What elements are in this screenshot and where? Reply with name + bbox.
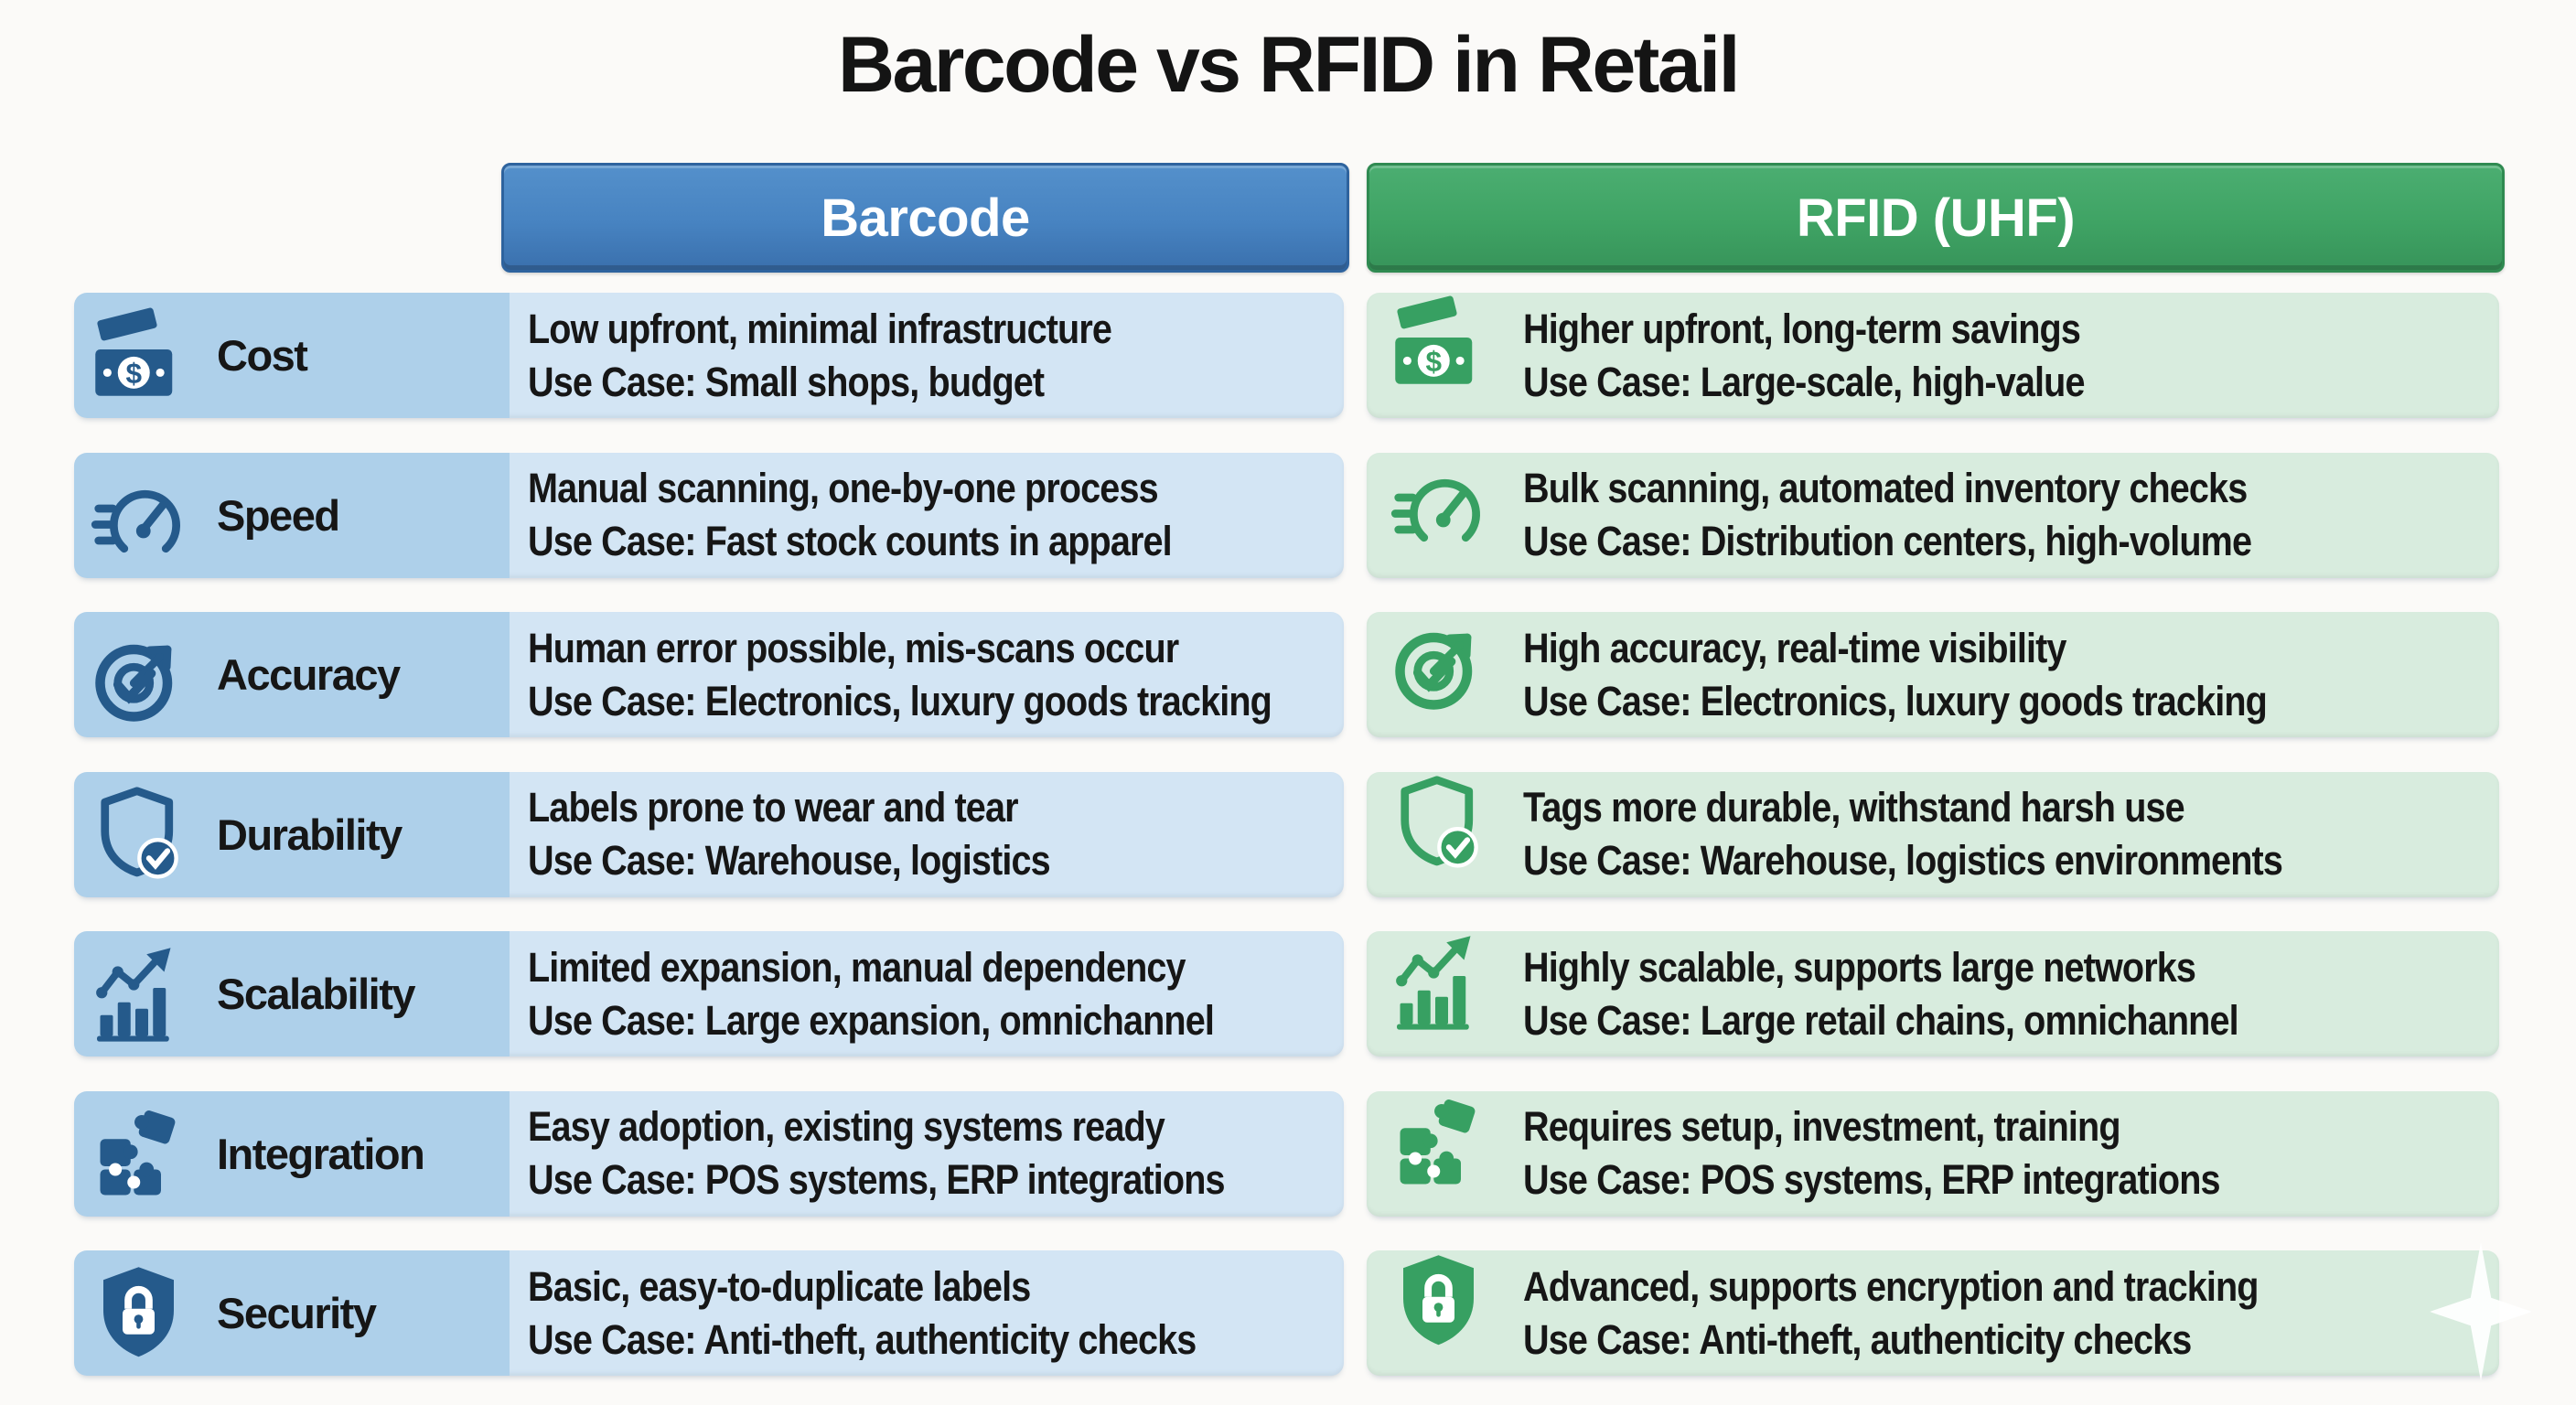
barcode-description-line2: Use Case: Warehouse, logistics — [528, 837, 1051, 884]
comparison-row: Durability Labels prone to wear and tear… — [0, 771, 2576, 897]
growth-chart-icon — [91, 943, 193, 1046]
feature-label: Security — [217, 1289, 377, 1337]
feature-label: Integration — [217, 1129, 425, 1178]
barcode-cell: Speed Manual scanning, one-by-one proces… — [74, 452, 1344, 578]
feature-label-zone: Integration — [74, 1090, 510, 1217]
target-icon — [1390, 612, 1493, 714]
barcode-cell: Durability Labels prone to wear and tear… — [74, 771, 1344, 897]
rfid-column-header: RFID (UHF) — [1367, 163, 2505, 273]
rfid-description-line2: Use Case: Electronics, luxury goods trac… — [1523, 677, 2268, 724]
barcode-cell: Security Basic, easy-to-duplicate labels… — [74, 1250, 1344, 1376]
feature-label-zone: Speed — [74, 452, 510, 578]
feature-label: Speed — [217, 490, 340, 540]
comparison-row: Security Basic, easy-to-duplicate labels… — [0, 1250, 2576, 1376]
rfid-description: Tags more durable, withstand harsh use U… — [1523, 772, 2483, 897]
feature-label: Accuracy — [217, 650, 401, 699]
comparison-row: $ Cost Low upfront, minimal infrastructu… — [0, 293, 2576, 418]
comparison-row: Accuracy Human error possible, mis-scans… — [0, 612, 2576, 737]
speedometer-icon — [1390, 453, 1493, 555]
puzzle-icon — [1390, 1091, 1493, 1194]
feature-label-zone: Durability — [74, 771, 510, 897]
rfid-cell: Bulk scanning, automated inventory check… — [1367, 452, 2499, 578]
lock-shield-icon — [1390, 1250, 1493, 1353]
rfid-cell: High accuracy, real-time visibility Use … — [1367, 612, 2499, 737]
shield-check-icon — [91, 783, 193, 885]
comparison-row: Speed Manual scanning, one-by-one proces… — [0, 452, 2576, 578]
rfid-description-line1: Higher upfront, long-term savings — [1523, 305, 2081, 352]
rfid-cell: Highly scalable, supports large networks… — [1367, 931, 2499, 1056]
rfid-description-line1: Highly scalable, supports large networks — [1523, 943, 2196, 991]
comparison-rows: $ Cost Low upfront, minimal infrastructu… — [0, 293, 2576, 1376]
rfid-cell: Requires setup, investment, training Use… — [1367, 1090, 2499, 1217]
barcode-description: Low upfront, minimal infrastructure Use … — [528, 293, 1327, 418]
rfid-description-line1: Requires setup, investment, training — [1523, 1103, 2121, 1150]
rfid-description-line2: Use Case: Warehouse, logistics environme… — [1523, 837, 2283, 884]
barcode-column-header: Barcode — [501, 163, 1349, 273]
barcode-description: Limited expansion, manual dependency Use… — [528, 931, 1327, 1056]
rfid-description: Highly scalable, supports large networks… — [1523, 931, 2483, 1056]
rfid-description-line2: Use Case: Large-scale, high-value — [1523, 358, 2086, 405]
speedometer-icon — [91, 464, 193, 566]
comparison-row: Scalability Limited expansion, manual de… — [0, 931, 2576, 1056]
barcode-description-line1: Manual scanning, one-by-one process — [528, 465, 1159, 511]
barcode-description: Labels prone to wear and tear Use Case: … — [528, 772, 1327, 897]
barcode-cell: Accuracy Human error possible, mis-scans… — [74, 612, 1344, 737]
rfid-description-line2: Use Case: Large retail chains, omnichann… — [1523, 996, 2239, 1044]
barcode-cell: Integration Easy adoption, existing syst… — [74, 1090, 1344, 1217]
target-icon — [91, 624, 193, 726]
growth-chart-icon — [1390, 931, 1493, 1034]
money-icon: $ — [91, 305, 193, 407]
feature-label: Scalability — [217, 970, 416, 1018]
barcode-description-line2: Use Case: Fast stock counts in apparel — [528, 518, 1173, 564]
barcode-description-line1: Labels prone to wear and tear — [528, 784, 1019, 831]
barcode-column-label: Barcode — [821, 188, 1030, 248]
barcode-cell: $ Cost Low upfront, minimal infrastructu… — [74, 293, 1344, 418]
barcode-description-line2: Use Case: Electronics, luxury goods trac… — [528, 677, 1272, 724]
rfid-description-line2: Use Case: Distribution centers, high-vol… — [1523, 518, 2252, 564]
barcode-description: Manual scanning, one-by-one process Use … — [528, 453, 1327, 578]
rfid-column-label: RFID (UHF) — [1796, 188, 2076, 248]
rfid-description-line2: Use Case: Anti-theft, authenticity check… — [1523, 1315, 2192, 1363]
barcode-description-line1: Low upfront, minimal infrastructure — [528, 305, 1112, 352]
rfid-description: Advanced, supports encryption and tracki… — [1523, 1250, 2483, 1376]
lock-shield-icon — [91, 1262, 193, 1365]
rfid-description: Higher upfront, long-term savings Use Ca… — [1523, 293, 2483, 418]
rfid-description: Bulk scanning, automated inventory check… — [1523, 453, 2483, 578]
barcode-description-line1: Basic, easy-to-duplicate labels — [528, 1262, 1031, 1310]
rfid-description-line2: Use Case: POS systems, ERP integrations — [1523, 1156, 2221, 1203]
rfid-cell: Tags more durable, withstand harsh use U… — [1367, 771, 2499, 897]
barcode-description-line2: Use Case: Anti-theft, authenticity check… — [528, 1315, 1197, 1363]
rfid-description-line1: High accuracy, real-time visibility — [1523, 624, 2066, 671]
shield-check-icon — [1390, 772, 1493, 874]
puzzle-icon — [91, 1102, 193, 1205]
svg-text:$: $ — [125, 356, 142, 389]
barcode-description-line2: Use Case: Small shops, budget — [528, 358, 1045, 405]
feature-label-zone: Scalability — [74, 931, 510, 1056]
barcode-description: Human error possible, mis-scans occur Us… — [528, 612, 1327, 737]
barcode-description-line2: Use Case: Large expansion, omnichannel — [528, 996, 1215, 1044]
rfid-description-line1: Tags more durable, withstand harsh use — [1523, 784, 2185, 831]
feature-label-zone: Accuracy — [74, 612, 510, 737]
feature-label: Cost — [217, 331, 308, 380]
barcode-description-line1: Human error possible, mis-scans occur — [528, 624, 1179, 671]
barcode-description: Easy adoption, existing systems ready Us… — [528, 1091, 1327, 1217]
barcode-description-line2: Use Case: POS systems, ERP integrations — [528, 1156, 1226, 1203]
rfid-cell: $ Higher upfront, long-term savings Use … — [1367, 293, 2499, 418]
feature-label: Durability — [217, 810, 402, 859]
barcode-cell: Scalability Limited expansion, manual de… — [74, 931, 1344, 1056]
barcode-description-line1: Easy adoption, existing systems ready — [528, 1103, 1165, 1150]
svg-text:$: $ — [1425, 345, 1442, 378]
page-title: Barcode vs RFID in Retail — [837, 21, 1741, 109]
barcode-description-line1: Limited expansion, manual dependency — [528, 943, 1186, 991]
feature-label-zone: $ Cost — [74, 293, 510, 418]
rfid-description-line1: Bulk scanning, automated inventory check… — [1523, 465, 2248, 511]
rfid-description: High accuracy, real-time visibility Use … — [1523, 612, 2483, 737]
rfid-description: Requires setup, investment, training Use… — [1523, 1091, 2483, 1217]
comparison-row: Integration Easy adoption, existing syst… — [0, 1090, 2576, 1217]
feature-label-zone: Security — [74, 1250, 510, 1376]
barcode-description: Basic, easy-to-duplicate labels Use Case… — [528, 1250, 1327, 1376]
money-icon: $ — [1390, 293, 1493, 395]
rfid-cell: Advanced, supports encryption and tracki… — [1367, 1250, 2499, 1376]
rfid-description-line1: Advanced, supports encryption and tracki… — [1523, 1262, 2259, 1310]
